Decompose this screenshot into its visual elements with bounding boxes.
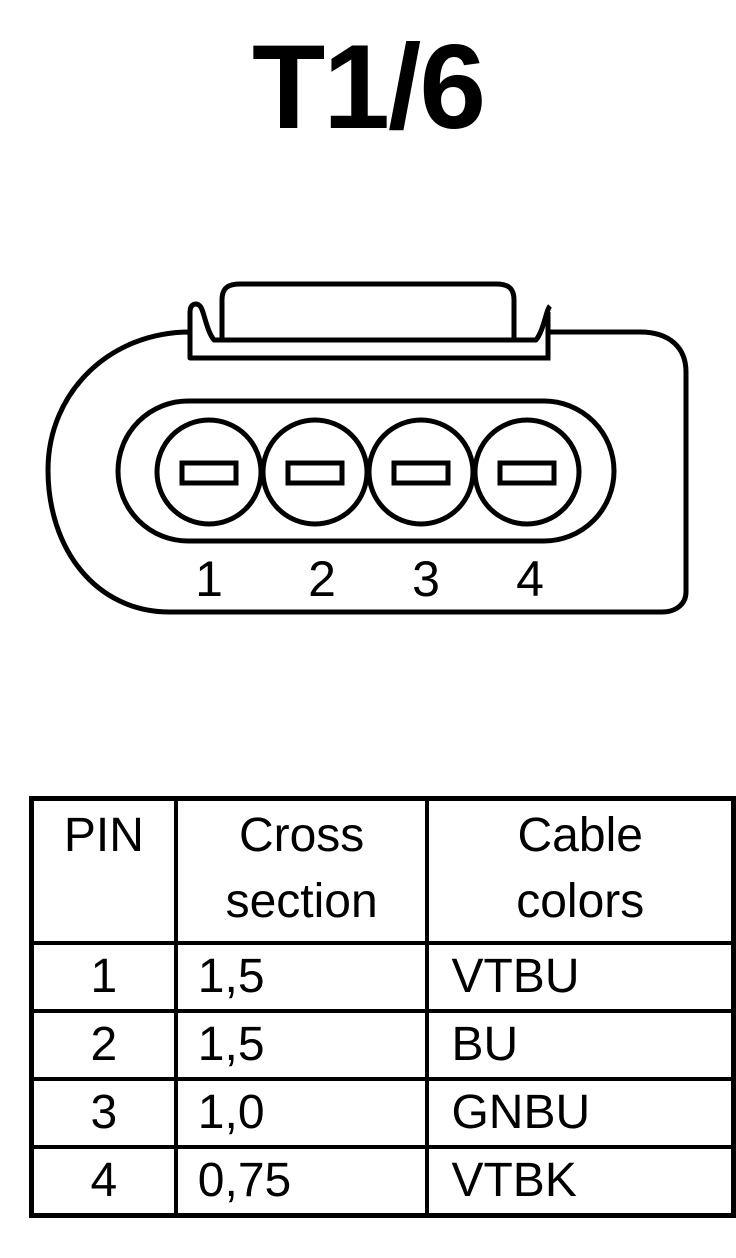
connector-pin-cavity xyxy=(115,398,617,544)
table-row: 1 1,5 VTBU xyxy=(29,941,736,1013)
connector-diagram: 1 2 3 4 xyxy=(45,281,689,615)
cell-cable-color: VTBK xyxy=(425,1145,736,1218)
header-pin: PIN xyxy=(29,796,178,945)
header-cross-section-line-2: section xyxy=(225,875,378,928)
table-row: 3 1,0 GNBU xyxy=(29,1077,736,1149)
connector-latch xyxy=(219,281,517,338)
cell-pin: 1 xyxy=(29,941,178,1013)
pin-number-2: 2 xyxy=(308,551,336,607)
cell-cross-section: 0,75 xyxy=(173,1145,430,1218)
cell-cable-color: VTBU xyxy=(425,941,736,1013)
pin-number-4: 4 xyxy=(516,551,544,607)
table-row: 2 1,5 BU xyxy=(29,1009,736,1081)
pin-circle-4 xyxy=(472,417,582,527)
connector-title: T1/6 xyxy=(251,20,486,154)
cell-cross-section: 1,5 xyxy=(173,1009,430,1081)
header-cable-colors-line-2: colors xyxy=(516,875,645,928)
cell-cross-section: 1,0 xyxy=(173,1077,430,1149)
pin-contact-1 xyxy=(179,460,239,486)
pin-circle-2 xyxy=(260,417,370,527)
header-cable-colors-line-1: Cable xyxy=(517,809,643,862)
pin-contact-3 xyxy=(391,460,451,486)
pin-circle-3 xyxy=(366,417,476,527)
pin-circle-1 xyxy=(154,417,264,527)
connector-latch-base xyxy=(190,312,551,361)
cell-pin: 2 xyxy=(29,1009,178,1081)
connector-housing-outline xyxy=(45,329,689,615)
cell-pin: 3 xyxy=(29,1077,178,1149)
pin-assignment-table: PIN Cross section Cable colors 1 1,5 VTB… xyxy=(29,796,736,1218)
pin-contact-4 xyxy=(497,460,557,486)
pin-contact-2 xyxy=(285,460,345,486)
header-cross-section-line-1: Cross xyxy=(238,809,365,862)
table-header-row: PIN Cross section Cable colors xyxy=(29,796,736,945)
connector-latch-hook-left xyxy=(187,301,553,343)
header-cable-colors: Cable colors xyxy=(425,796,736,945)
table-row: 4 0,75 VTBK xyxy=(29,1145,736,1218)
cell-cable-color: BU xyxy=(425,1009,736,1081)
cell-cross-section: 1,5 xyxy=(173,941,430,1013)
pin-number-1: 1 xyxy=(195,551,223,607)
cell-pin: 4 xyxy=(29,1145,178,1218)
pin-number-3: 3 xyxy=(412,551,440,607)
cell-cable-color: GNBU xyxy=(425,1077,736,1149)
header-cross-section: Cross section xyxy=(173,796,430,945)
